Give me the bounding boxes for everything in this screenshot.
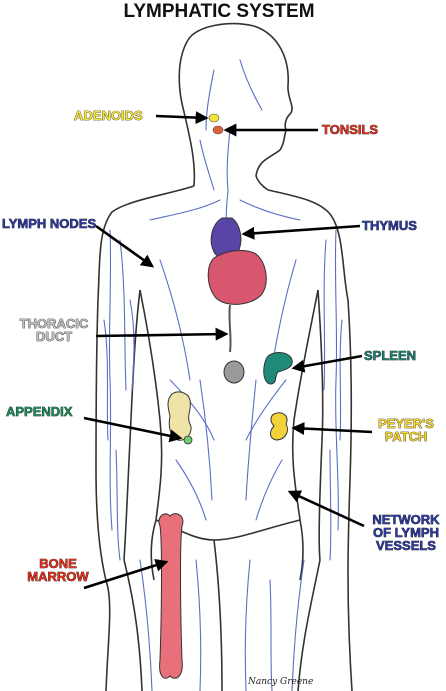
label-appendix: APPENDIX [6,404,73,419]
adenoids-arrow [155,111,209,125]
thoracic-duct-arrow [95,327,229,341]
spleen-shape [263,352,293,385]
label-line: PEYER'S [378,416,434,431]
label-thymus: THYMUS [362,218,417,233]
label-lymph-nodes: LYMPH NODES [2,216,96,231]
label-line: OF LYMPH [373,525,439,540]
label-adenoids: ADENOIDS [74,108,143,123]
tonsils-dot [212,125,224,135]
label-line: VESSELS [376,538,436,553]
bone-marrow-shape [158,513,184,679]
bone-marrow-arrow [83,558,169,590]
label-line: DUCT [36,329,72,344]
label-line: MARROW [27,569,89,584]
body-outline [95,22,353,691]
label-tonsils: TONSILS [322,122,378,137]
label-line: THORACIC [20,316,89,331]
artist-signature: Nancy Greene [247,677,313,687]
appendix-arrow [83,416,183,443]
lymph-vessels [103,59,343,691]
appendix-shape [167,391,192,441]
heart-shape [207,250,267,305]
cisterna-chyli-node [223,360,245,384]
label-spleen: SPLEEN [364,348,416,363]
adenoids-dot [208,113,220,123]
network-arrow [287,490,365,528]
label-line: BONE [39,556,77,571]
appendix-tip [183,435,193,445]
label-line: NETWORK [372,512,440,527]
label-line: PATCH [385,429,428,444]
lymph-nodes-arrow [95,224,155,268]
peyers-patch-arrow [291,422,373,436]
thymus-arrow [241,224,361,240]
thoracic-duct-shape [228,304,232,353]
peyers-patch-shape [270,412,289,441]
diagram-title: LYMPHATIC SYSTEM [123,1,314,22]
spleen-arrow [291,354,363,373]
